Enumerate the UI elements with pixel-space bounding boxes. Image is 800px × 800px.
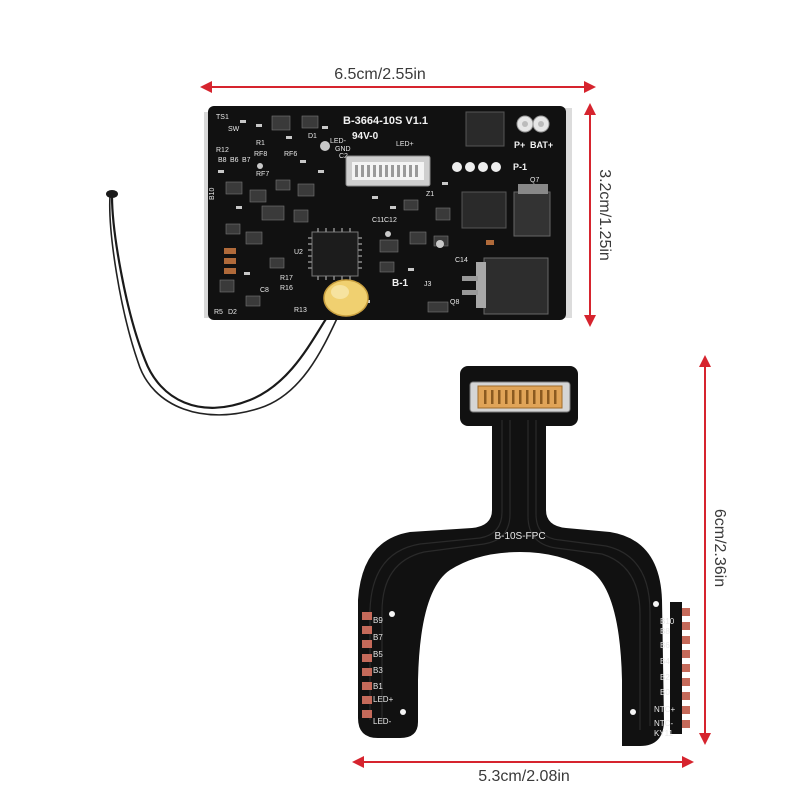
pin-b8: B8 <box>660 627 670 636</box>
bms-height-label: 3.2cm/1.25in <box>596 169 613 261</box>
pin-b3: B3 <box>373 666 383 675</box>
silk-b-1: B-1 <box>392 278 409 289</box>
mosfet-top <box>465 111 505 147</box>
silk-sw: SW <box>228 126 240 133</box>
pin-ntc-plus: NTC+ <box>654 705 675 714</box>
silk-r5: R5 <box>214 309 223 316</box>
pin-b5: B5 <box>373 650 383 659</box>
silk-p-plus: P+ <box>514 140 525 150</box>
pin-b1: B1 <box>373 682 383 691</box>
bms-board: B-3664-10S V1.1 94V-0 TS1 SW R12 B8 B6 B… <box>106 106 572 416</box>
fpc-width-label: 5.3cm/2.08in <box>478 768 570 785</box>
silk-rf6: RF6 <box>284 151 297 158</box>
silk-u2: U2 <box>294 249 303 256</box>
pin-b10: B10 <box>660 617 675 626</box>
silk-led-plus: LED+ <box>396 141 414 148</box>
dimension-fpc-width: 5.3cm/2.08in <box>352 756 694 785</box>
silk-r16: R16 <box>280 285 293 292</box>
silk-r17: R17 <box>280 275 293 282</box>
fpc-cable: B-10S-FPC B9 B7 B5 B3 B1 LED+ LED- <box>358 366 690 746</box>
silk-b7: B7 <box>242 157 251 164</box>
silk-c14: C14 <box>455 257 468 264</box>
pin-b7: B7 <box>373 633 383 642</box>
silk-c2: C2 <box>339 153 348 160</box>
silk-j3: J3 <box>424 281 432 288</box>
silk-bat-plus: BAT+ <box>530 140 553 150</box>
thermistor-wire <box>110 195 341 409</box>
silk-rf7: RF7 <box>256 171 269 178</box>
thermistor-glue <box>323 279 369 317</box>
silk-led-minus: LED- <box>330 138 347 145</box>
pin-led-minus: LED- <box>373 717 392 726</box>
pin-ntc-minus: NTC- <box>654 719 673 728</box>
thermistor-head <box>106 190 118 198</box>
silk-q7: Q7 <box>530 177 539 184</box>
fpc-body <box>358 420 664 746</box>
silk-d2: D2 <box>228 309 237 316</box>
silk-p-minus: P-1 <box>513 162 527 172</box>
silk-c12: C12 <box>384 217 397 224</box>
silk-r12: R12 <box>216 147 229 154</box>
fpc-left-pads <box>362 612 372 718</box>
bms-rating-label: 94V-0 <box>352 131 379 142</box>
dimension-fpc-height: 6cm/2.36in <box>699 355 728 745</box>
dimension-bms-width: 6.5cm/2.55in <box>200 66 596 93</box>
silk-d1: D1 <box>308 133 317 140</box>
silk-c11: C11 <box>372 217 384 224</box>
fpc-label: B-10S-FPC <box>494 531 545 542</box>
silk-c8: C8 <box>260 287 269 294</box>
silk-gnd: GND <box>335 146 351 153</box>
pin-b6: B6 <box>660 641 670 650</box>
dimension-bms-height: 3.2cm/1.25in <box>584 103 613 327</box>
bms-width-label: 6.5cm/2.55in <box>334 66 426 83</box>
pin-b4: B4 <box>660 657 670 666</box>
silk-ts1: TS1 <box>216 114 229 121</box>
fpc-height-label: 6cm/2.36in <box>711 509 728 587</box>
silk-b10: B10 <box>209 187 216 200</box>
pin-led-plus: LED+ <box>373 695 394 704</box>
fpc-right-pads <box>680 608 690 728</box>
bms-model-label: B-3664-10S V1.1 <box>343 115 428 127</box>
silk-b6: B6 <box>230 157 239 164</box>
pin-b2: B2 <box>660 673 670 682</box>
silk-rf8: RF8 <box>254 151 267 158</box>
silk-b8: B8 <box>218 157 227 164</box>
silk-r1: R1 <box>256 140 265 147</box>
silk-q8: Q8 <box>450 299 459 306</box>
silk-z1: Z1 <box>426 191 434 198</box>
pin-b0: B0 <box>660 688 670 697</box>
pin-b9: B9 <box>373 616 383 625</box>
pin-ky11: KY11 <box>654 729 674 738</box>
silk-r13: R13 <box>294 307 307 314</box>
main-ic <box>311 231 359 277</box>
